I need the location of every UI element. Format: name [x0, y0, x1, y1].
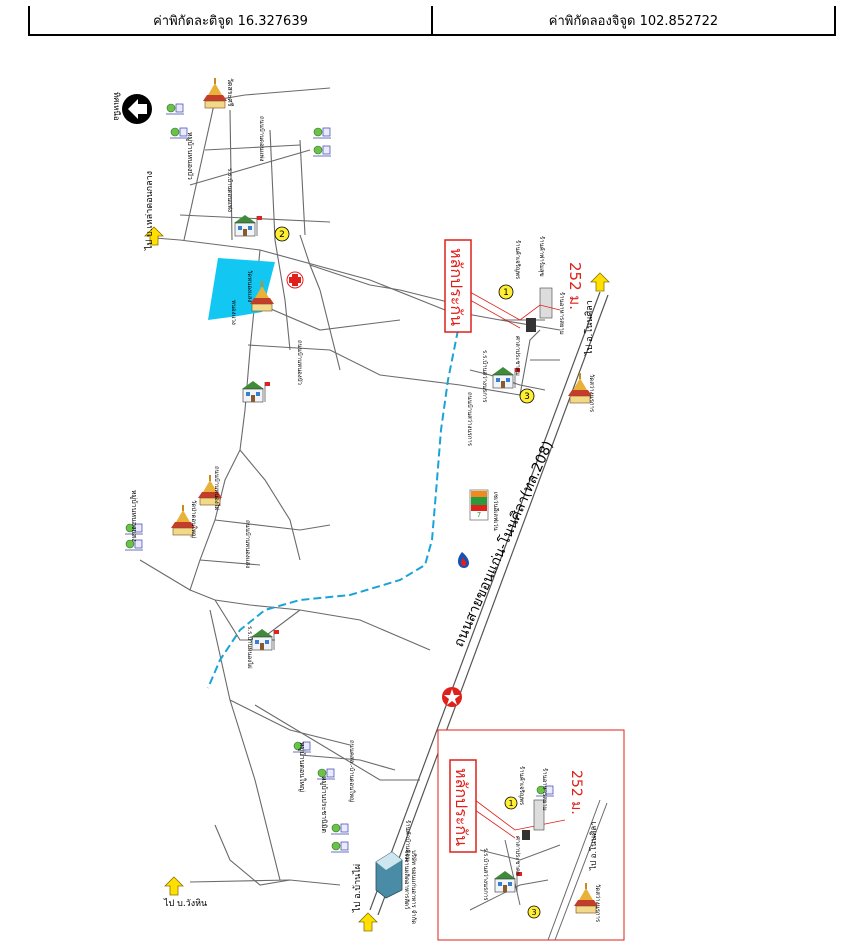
school-icon	[241, 380, 271, 403]
inset-shop-a-label: ร้านค้าเจริญพร	[518, 766, 525, 806]
village-icon	[330, 823, 350, 835]
temple-nong-saeng-label: วัดหนองแสง	[246, 270, 253, 302]
shop-b-label: ร้านค้าฟาร์มสุข	[538, 236, 546, 277]
shop-a-label: ร้านค้าเจริญพร	[514, 240, 521, 280]
inset-temple-label: วัดสว่างนรการ	[594, 884, 601, 923]
road-d-label: ถนนบ้านหนองแสง	[244, 520, 251, 568]
village-prachanimit-label: หมู่บ้านประชานิมิต	[320, 776, 328, 833]
marker-1: 1	[498, 284, 514, 300]
village-don-yai-label: หมู่บ้านดอนใหญ่	[298, 742, 307, 792]
shop-c-label: ร้านอาหารสยาม	[558, 292, 565, 335]
hospital-icon	[286, 271, 304, 289]
distance-label-inset: 252 ม.	[568, 770, 584, 815]
post-label: หลักประกัน	[447, 248, 466, 326]
community-hall-label: ศาลาประชาคม	[514, 336, 521, 376]
inset-community-label: ศาลาประชาคม	[514, 836, 521, 876]
highway-label: ถนนสายขอนแก่น-โนนศิลา(ทล.208)	[450, 438, 557, 649]
road-e-label: ถนนบ้านสว่างนรการ	[466, 392, 473, 447]
inset-to-chonnabot-label: ไป อ.โนนศิลา	[588, 821, 598, 871]
village-icon	[312, 145, 332, 157]
distance-label: 252 ม.	[566, 262, 584, 310]
svg-text:3: 3	[524, 392, 530, 402]
post-label-inset: หลักประกัน	[452, 768, 471, 846]
factory-label-b: บริษัท ขอนแก่นอาหาร จำกัด	[410, 850, 417, 924]
road-f-label: ถนนคสล.-บ้านดอนใหญ่	[348, 740, 356, 802]
to-chonnabot-label: ไป อ.โนนศิลา	[584, 300, 595, 356]
school-nong-sai-label: ร.ร.บ้านหนองไผ่	[246, 626, 254, 669]
marker-3: 3	[519, 388, 535, 404]
factory-icon	[375, 851, 403, 899]
seven-eleven-label: เซเว่นอีเลฟเว่น	[492, 492, 500, 531]
school-ban-don-label: ร.ร.บ้านดอนแพ่ง	[226, 168, 233, 212]
seven-eleven-icon: 7	[469, 489, 489, 521]
svg-text:1: 1	[503, 288, 509, 298]
svg-text:7: 7	[477, 511, 481, 519]
to-ban-phai-label: ไป อ.บ้านไผ่	[352, 864, 363, 913]
village-nong-saeng-label: หมู่บ้านหนองแสง	[130, 490, 138, 542]
fuel-station-icon	[442, 687, 462, 707]
village-icon	[165, 103, 185, 115]
highway-208	[369, 291, 609, 916]
factory-label: โรงงานผลิตอาหารสัตว์	[403, 850, 411, 909]
svg-text:3: 3	[531, 908, 536, 917]
temple-sawang-label: วัดสว่างนรการ	[588, 374, 595, 413]
marker-2: 2	[274, 226, 290, 242]
road-b-label: ถนนบ้านหนองบัว	[296, 340, 303, 385]
post-box	[444, 239, 472, 333]
river	[207, 329, 459, 689]
road-c-label: ถนนบ้านหนองไผ่	[213, 466, 221, 511]
pond-label: หนองแวง	[230, 300, 237, 325]
to-wang-hin-label: ไป บ.วังหิน	[163, 898, 207, 909]
inset-school-label: ร.ร.บ้านสว่างนรการ	[482, 848, 489, 901]
direction-arrow-icon	[590, 272, 610, 292]
school-sawang-label: ร.ร.บ้านสว่างนรการ	[481, 350, 488, 403]
svg-text:2: 2	[279, 230, 285, 240]
village-icon	[312, 127, 332, 139]
gas-station-icon	[457, 552, 469, 568]
village-icon	[169, 127, 189, 139]
temple-sa-si-label: วัดสระศรี	[226, 78, 234, 107]
post-box-inset	[449, 759, 477, 853]
svg-text:1: 1	[508, 799, 513, 808]
temple-icon	[202, 77, 228, 109]
road-a-label: ถนนบ้านดอนแพ่ง	[258, 116, 265, 162]
north-label: ทิศเหนือ	[112, 92, 121, 121]
village-icon	[330, 841, 350, 853]
direction-arrow-icon	[164, 876, 184, 896]
target-area	[469, 287, 561, 332]
direction-arrow-icon	[358, 912, 378, 932]
longitude-cell: ค่าพิกัดลองจิจูด 102.852722	[431, 6, 834, 34]
coordinates-bar: ค่าพิกัดละติจูด 16.327639 ค่าพิกัดลองจิจ…	[28, 6, 836, 36]
temple-pa-don-yai-label: วัดป่าดอนใหญ่	[190, 500, 198, 538]
north-arrow-icon	[122, 94, 152, 124]
shop-d-label: ร้านค้าบ้านดอน	[404, 820, 411, 861]
village-nong-bua-label: หมู่บ้านหนองบัว	[186, 132, 194, 180]
to-lao-don-label: ไป บ.เหล่าดอนกลาง	[144, 171, 155, 251]
latitude-cell: ค่าพิกัดละติจูด 16.327639	[153, 13, 308, 29]
inset-shop-b-label: ร้านอาหารสยาม	[541, 768, 548, 811]
road-network	[139, 87, 561, 886]
